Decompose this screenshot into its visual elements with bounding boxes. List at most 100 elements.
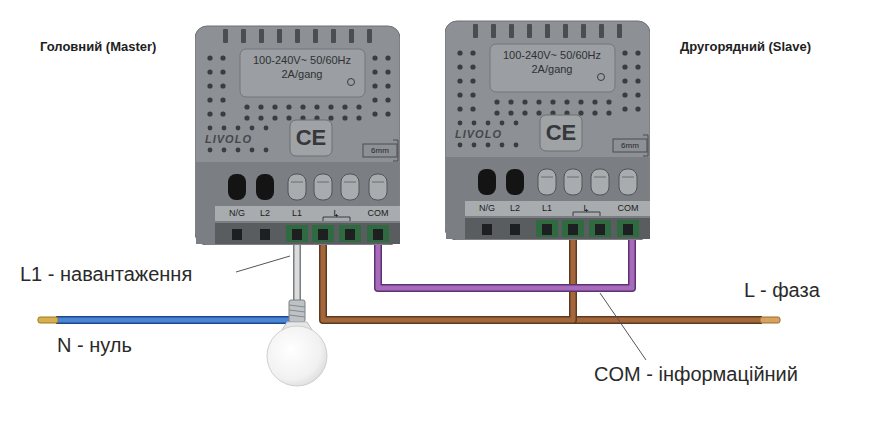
vent-slot bbox=[277, 29, 282, 43]
vent-dot bbox=[635, 78, 640, 83]
terminal-hole bbox=[478, 169, 496, 195]
vent-dot bbox=[258, 115, 263, 120]
ce-mark: CE bbox=[546, 119, 577, 147]
screw-slot bbox=[622, 177, 634, 178]
wire-core bbox=[295, 245, 300, 302]
terminal-label: COM bbox=[618, 202, 639, 214]
vent-dot bbox=[207, 111, 212, 116]
terminal-screw bbox=[619, 169, 637, 195]
vent-dot bbox=[385, 69, 390, 74]
phase-wire bbox=[570, 317, 780, 323]
rating-plate bbox=[240, 49, 365, 97]
terminal-clamp bbox=[562, 220, 584, 237]
terminal-block bbox=[215, 223, 400, 244]
vent-dot bbox=[578, 110, 583, 115]
wire-label: L - фаза bbox=[742, 278, 822, 302]
vent-dot bbox=[472, 143, 477, 148]
vent-dot bbox=[328, 104, 333, 109]
vent-dot bbox=[272, 104, 277, 109]
vent-dot bbox=[220, 83, 225, 88]
vent-dot bbox=[470, 50, 475, 55]
terminal-clamp bbox=[339, 225, 361, 242]
vent-dot bbox=[220, 111, 225, 116]
bulb-base bbox=[289, 300, 305, 322]
label-strip bbox=[215, 206, 400, 221]
vent-dot bbox=[385, 55, 390, 60]
vent-slot bbox=[563, 24, 568, 38]
vent-slot bbox=[223, 29, 228, 43]
vent-dot bbox=[622, 106, 627, 111]
vent-dot bbox=[300, 104, 305, 109]
terminal-block bbox=[465, 218, 650, 239]
vent-dot bbox=[635, 106, 640, 111]
vent-dot bbox=[372, 111, 377, 116]
vent-dot bbox=[522, 99, 527, 104]
terminal-label: L2 bbox=[510, 202, 520, 214]
terminal-screw bbox=[369, 174, 387, 200]
vent-dot bbox=[244, 104, 249, 109]
terminal-panel bbox=[446, 157, 649, 239]
vent-slot bbox=[241, 29, 246, 43]
module-heading: Другорядний (Slave) bbox=[680, 38, 811, 55]
brand-text: LIVOLO bbox=[205, 132, 252, 146]
vent-dot bbox=[207, 97, 212, 102]
terminal-screw bbox=[564, 169, 582, 195]
wire-core bbox=[570, 318, 762, 323]
vent-dot bbox=[622, 50, 627, 55]
vent-dot bbox=[222, 126, 227, 131]
vent-slot bbox=[295, 29, 300, 43]
phase-wire bbox=[323, 240, 573, 320]
vent-dot bbox=[536, 110, 541, 115]
vent-dot bbox=[372, 69, 377, 74]
vent-dot bbox=[264, 126, 269, 131]
vent-dot bbox=[385, 97, 390, 102]
screw-slot bbox=[594, 177, 606, 178]
vent-dot bbox=[220, 69, 225, 74]
vent-dot bbox=[494, 99, 499, 104]
vent-dot bbox=[220, 55, 225, 60]
vent-slot bbox=[313, 29, 318, 43]
vent-dot bbox=[250, 126, 255, 131]
vent-dot bbox=[220, 97, 225, 102]
terminal-screw bbox=[314, 174, 332, 200]
vent-slot bbox=[509, 24, 514, 38]
terminal-clamp bbox=[589, 220, 611, 237]
terminal-label: N/G bbox=[229, 207, 245, 219]
wire-outline bbox=[293, 245, 301, 302]
wire-entry bbox=[373, 229, 383, 240]
wire-entry bbox=[318, 229, 328, 240]
vent-dot bbox=[500, 143, 505, 148]
terminal-panel bbox=[196, 162, 399, 244]
wire-outline bbox=[323, 240, 573, 320]
housing bbox=[445, 21, 650, 240]
dimension-frame bbox=[363, 144, 397, 157]
leader-line bbox=[600, 293, 646, 360]
terminal-screw bbox=[341, 174, 359, 200]
screw-slot bbox=[372, 182, 384, 183]
terminal-clamp bbox=[286, 225, 308, 242]
vent-dot bbox=[264, 148, 269, 153]
vent-dot bbox=[606, 99, 611, 104]
wire-entry bbox=[232, 229, 242, 240]
vent-dot bbox=[622, 92, 627, 97]
dimension-text: 6mm bbox=[613, 140, 647, 151]
wire-entry bbox=[623, 224, 633, 235]
vent-dot bbox=[222, 148, 227, 153]
terminal-hole bbox=[506, 169, 524, 195]
terminal-label: L1 bbox=[292, 207, 302, 219]
wire-core bbox=[56, 318, 290, 323]
housing bbox=[195, 26, 400, 245]
wire-entry bbox=[510, 224, 520, 235]
brand-text: LIVOLO bbox=[455, 127, 502, 141]
wire-label: N - нуль bbox=[55, 333, 134, 357]
wire-outline bbox=[378, 240, 632, 288]
terminal-clamp bbox=[312, 225, 334, 242]
vent-slot bbox=[527, 24, 532, 38]
wire-entry bbox=[482, 224, 492, 235]
terminal-label: L bbox=[333, 207, 338, 219]
screw-slot bbox=[317, 182, 329, 183]
bulb-globe bbox=[267, 326, 327, 386]
vent-dot bbox=[514, 121, 519, 126]
terminal-screw bbox=[591, 169, 609, 195]
terminal-hole bbox=[228, 174, 246, 200]
